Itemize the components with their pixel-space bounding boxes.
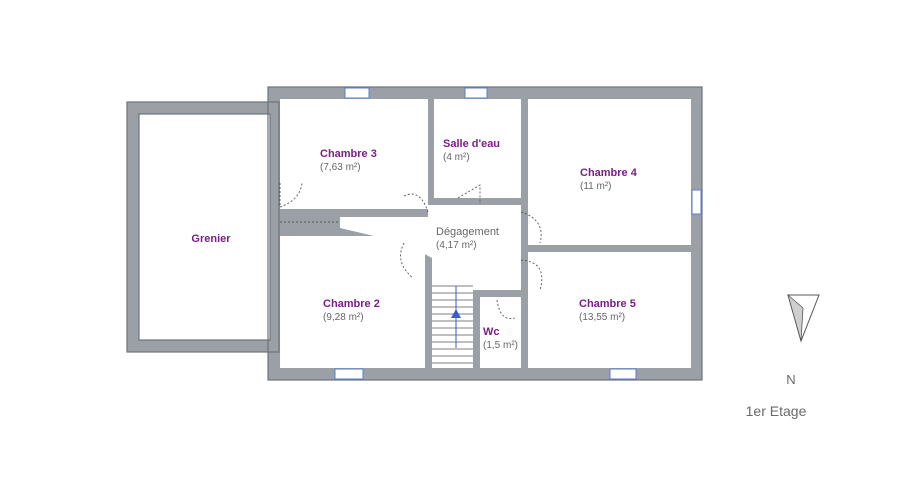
window-salle-eau xyxy=(464,87,488,99)
wc-room xyxy=(480,297,521,368)
chambre2-label: Chambre 2 xyxy=(323,298,380,310)
room-labels: Grenier Chambre 3 (7,63 m²) Salle d'eau … xyxy=(191,138,637,351)
window-chambre2 xyxy=(334,368,364,380)
stairs xyxy=(432,285,473,364)
degagement-room xyxy=(340,205,521,290)
chambre3-room xyxy=(280,99,428,209)
compass: N xyxy=(786,293,820,387)
window-chambre5 xyxy=(609,368,637,380)
degagement-label: Dégagement xyxy=(436,226,499,238)
room-interiors xyxy=(139,99,691,368)
salle-eau-room xyxy=(434,99,521,198)
chambre5-label: Chambre 5 xyxy=(579,298,636,310)
chambre4-room xyxy=(528,99,691,245)
chambre5-area: (13,55 m²) xyxy=(579,312,625,323)
grenier-label: Grenier xyxy=(191,233,231,245)
chambre2-area: (9,28 m²) xyxy=(323,312,364,323)
chambre4-label: Chambre 4 xyxy=(580,167,638,179)
window-chambre3 xyxy=(344,87,370,99)
chambre3-area: (7,63 m²) xyxy=(320,162,361,173)
wc-area: (1,5 m²) xyxy=(483,340,518,351)
windows xyxy=(334,87,702,380)
wc-label: Wc xyxy=(483,326,500,338)
stairs-area xyxy=(432,279,473,368)
stair-arrow-icon xyxy=(451,309,461,318)
grenier-room xyxy=(139,114,270,340)
degagement-area: (4,17 m²) xyxy=(436,240,477,251)
chambre2-room xyxy=(280,236,425,368)
doors xyxy=(279,182,543,320)
wall-outlines xyxy=(126,86,703,381)
chambre4-area: (11 m²) xyxy=(580,181,611,192)
chambre5-room xyxy=(528,252,691,368)
floor-label: 1er Etage xyxy=(746,403,807,419)
salle-eau-label: Salle d'eau xyxy=(443,138,500,150)
salle-eau-area: (4 m²) xyxy=(443,152,470,163)
window-chambre4 xyxy=(691,189,702,215)
chambre3-label: Chambre 3 xyxy=(320,148,377,160)
north-label: N xyxy=(786,372,795,387)
